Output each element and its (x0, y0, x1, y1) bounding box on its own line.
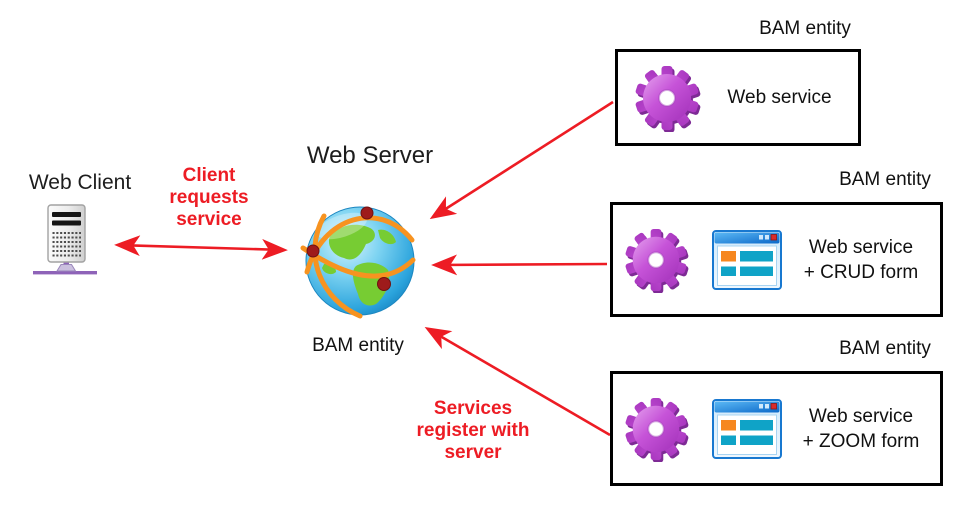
form-window-icon (712, 398, 782, 459)
gear-icon (623, 227, 689, 293)
client-requests-service-label: Client requests service (169, 165, 249, 230)
services-register-label: Services register with server (416, 398, 530, 463)
entity2-to-server-arrow (431, 254, 608, 276)
window-maximize-icon (765, 234, 769, 239)
entity-box-crud: Web service + CRUD form (610, 202, 943, 317)
client-server-arrow (114, 235, 288, 260)
window-minimize-icon (759, 403, 763, 408)
form-window-icon (712, 229, 782, 290)
entity-box-web-service: Web service (615, 49, 861, 146)
entity-1-line1: Web service (727, 87, 832, 108)
web-server-label: Web Server (306, 142, 434, 169)
globe-network-icon (300, 200, 420, 320)
window-maximize-icon (765, 403, 769, 408)
window-close-icon (770, 402, 777, 409)
server-bam-entity-label: BAM entity (312, 335, 404, 356)
entity1-to-server-arrow (429, 100, 614, 220)
network-cable (33, 271, 97, 275)
entity-2-text: Web service + CRUD form (782, 235, 940, 285)
gear-icon (633, 64, 701, 132)
entity-3-line1: Web service (808, 405, 914, 427)
window-close-icon (770, 233, 777, 240)
computer-tower-icon (31, 202, 101, 282)
entity-3-text: Web service + ZOOM form (782, 404, 940, 454)
web-client-label: Web Client (28, 171, 132, 194)
entity-1-text: Web service (701, 85, 858, 110)
gear-icon (623, 396, 689, 462)
window-minimize-icon (759, 234, 763, 239)
entity-2-line2: + CRUD form (803, 261, 919, 283)
entity-3-line2: + ZOOM form (802, 430, 920, 452)
entity-2-line1: Web service (808, 236, 914, 258)
entity-box-zoom: Web service + ZOOM form (610, 371, 943, 486)
bam-entity-label-2: BAM entity (839, 169, 931, 190)
bam-entity-label-1: BAM entity (759, 18, 851, 39)
bam-entity-label-3: BAM entity (839, 338, 931, 359)
